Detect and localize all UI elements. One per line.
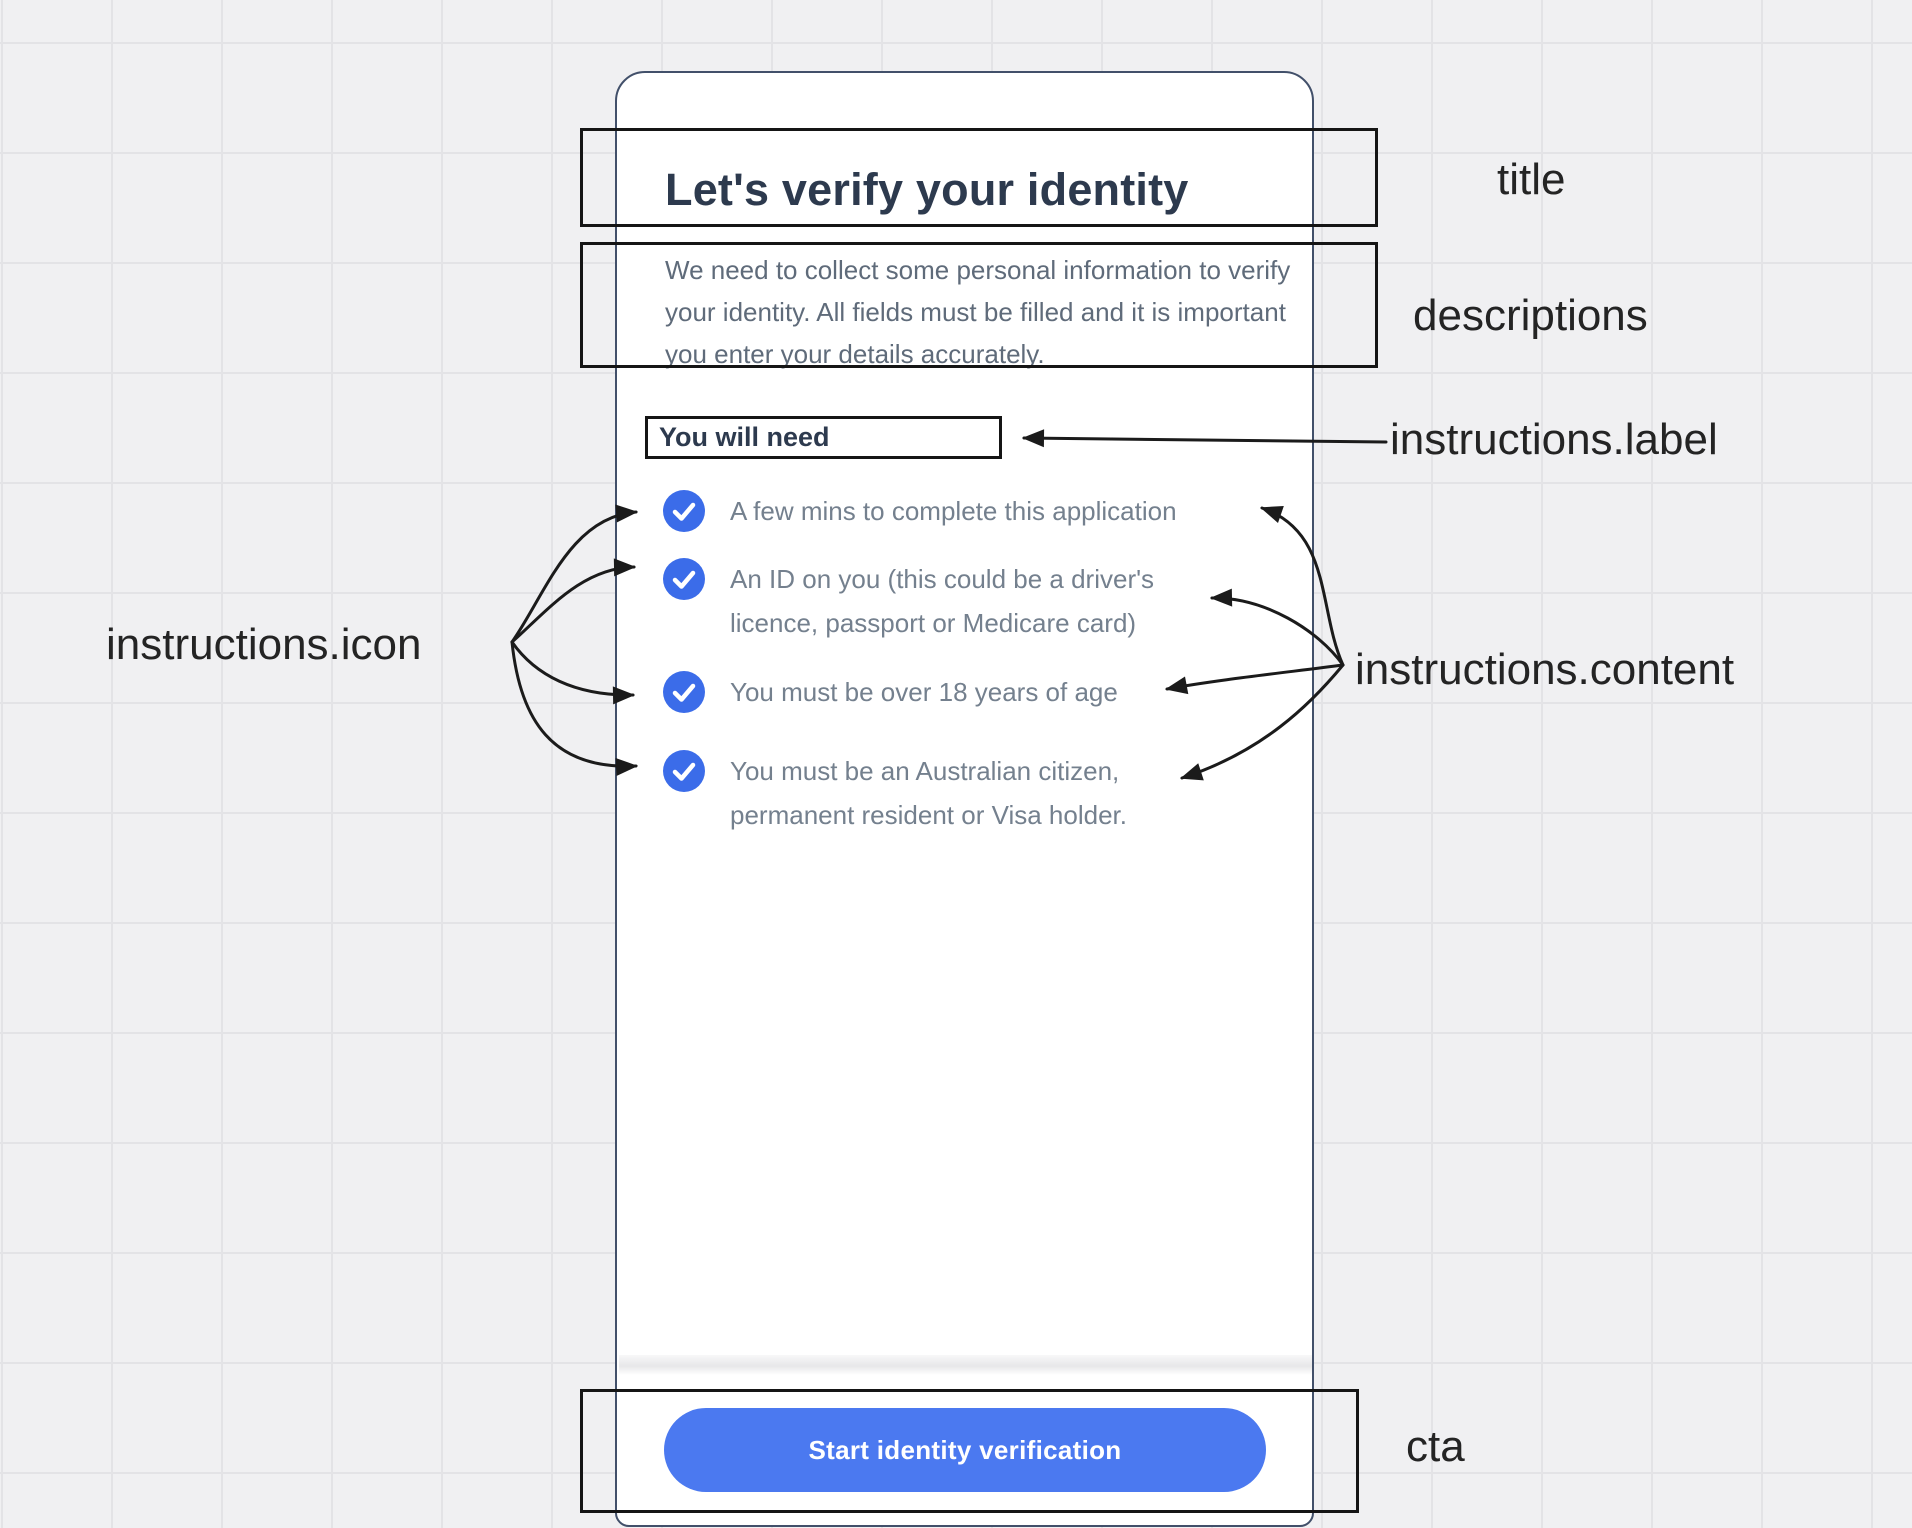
annotation-descriptions: descriptions bbox=[1413, 291, 1648, 340]
check-icon bbox=[663, 671, 705, 713]
instructions-label-annotation-box bbox=[645, 416, 1002, 459]
annotation-instructions-label: instructions.label bbox=[1390, 415, 1718, 464]
annotation-title: title bbox=[1497, 155, 1566, 204]
instruction-content: You must be over 18 years of age bbox=[730, 677, 1118, 707]
footer-divider bbox=[619, 1355, 1312, 1375]
instruction-item: You must be an Australian citizen, perma… bbox=[663, 749, 1253, 837]
instruction-content: You must be an Australian citizen, perma… bbox=[730, 756, 1127, 830]
check-icon bbox=[663, 750, 705, 792]
instruction-item: An ID on you (this could be a driver's l… bbox=[663, 557, 1253, 645]
page-title: Let's verify your identity bbox=[665, 164, 1189, 215]
instruction-content: A few mins to complete this application bbox=[730, 496, 1177, 526]
instruction-content: An ID on you (this could be a driver's l… bbox=[730, 564, 1155, 638]
descriptions-annotation-box bbox=[580, 242, 1378, 368]
start-identity-verification-button[interactable]: Start identity verification bbox=[664, 1408, 1266, 1492]
instruction-item: You must be over 18 years of age bbox=[663, 670, 1253, 714]
instruction-item: A few mins to complete this application bbox=[663, 489, 1253, 533]
cta-button-label: Start identity verification bbox=[808, 1434, 1122, 1465]
check-icon bbox=[663, 558, 705, 600]
identity-verification-card bbox=[615, 71, 1314, 1527]
annotation-instructions-icon: instructions.icon bbox=[106, 620, 422, 669]
instructions-label: You will need bbox=[659, 422, 830, 452]
annotation-instructions-content: instructions.content bbox=[1355, 645, 1735, 694]
page-description: We need to collect some personal informa… bbox=[665, 255, 1291, 369]
check-icon bbox=[663, 490, 705, 532]
cta-annotation-box bbox=[580, 1389, 1359, 1513]
annotation-cta: cta bbox=[1406, 1422, 1465, 1471]
title-annotation-box bbox=[580, 128, 1378, 227]
